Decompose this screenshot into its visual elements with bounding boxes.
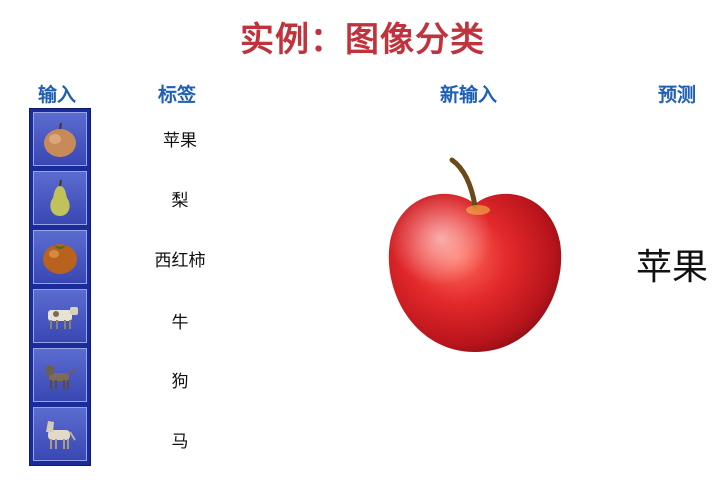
label-horse: 马 [171, 432, 189, 452]
prediction-result: 苹果 [636, 247, 709, 288]
tomato-image [33, 230, 87, 284]
training-image-strip [29, 108, 91, 466]
apple-image [33, 112, 87, 166]
label-dog: 狗 [171, 372, 189, 392]
header-prediction: 预测 [658, 84, 697, 106]
dog-image [33, 348, 87, 402]
horse-image [33, 407, 87, 461]
cow-image [33, 289, 87, 343]
header-new-input: 新输入 [440, 84, 498, 106]
label-pear: 梨 [171, 191, 189, 211]
label-cow: 牛 [171, 313, 189, 333]
header-input: 输入 [38, 84, 77, 106]
new-input-apple-image [380, 152, 570, 362]
header-label: 标签 [158, 84, 197, 106]
label-tomato: 西红柿 [154, 251, 206, 271]
slide-title: 实例：图像分类 [240, 20, 485, 60]
label-apple: 苹果 [163, 131, 197, 151]
pear-image [33, 171, 87, 225]
